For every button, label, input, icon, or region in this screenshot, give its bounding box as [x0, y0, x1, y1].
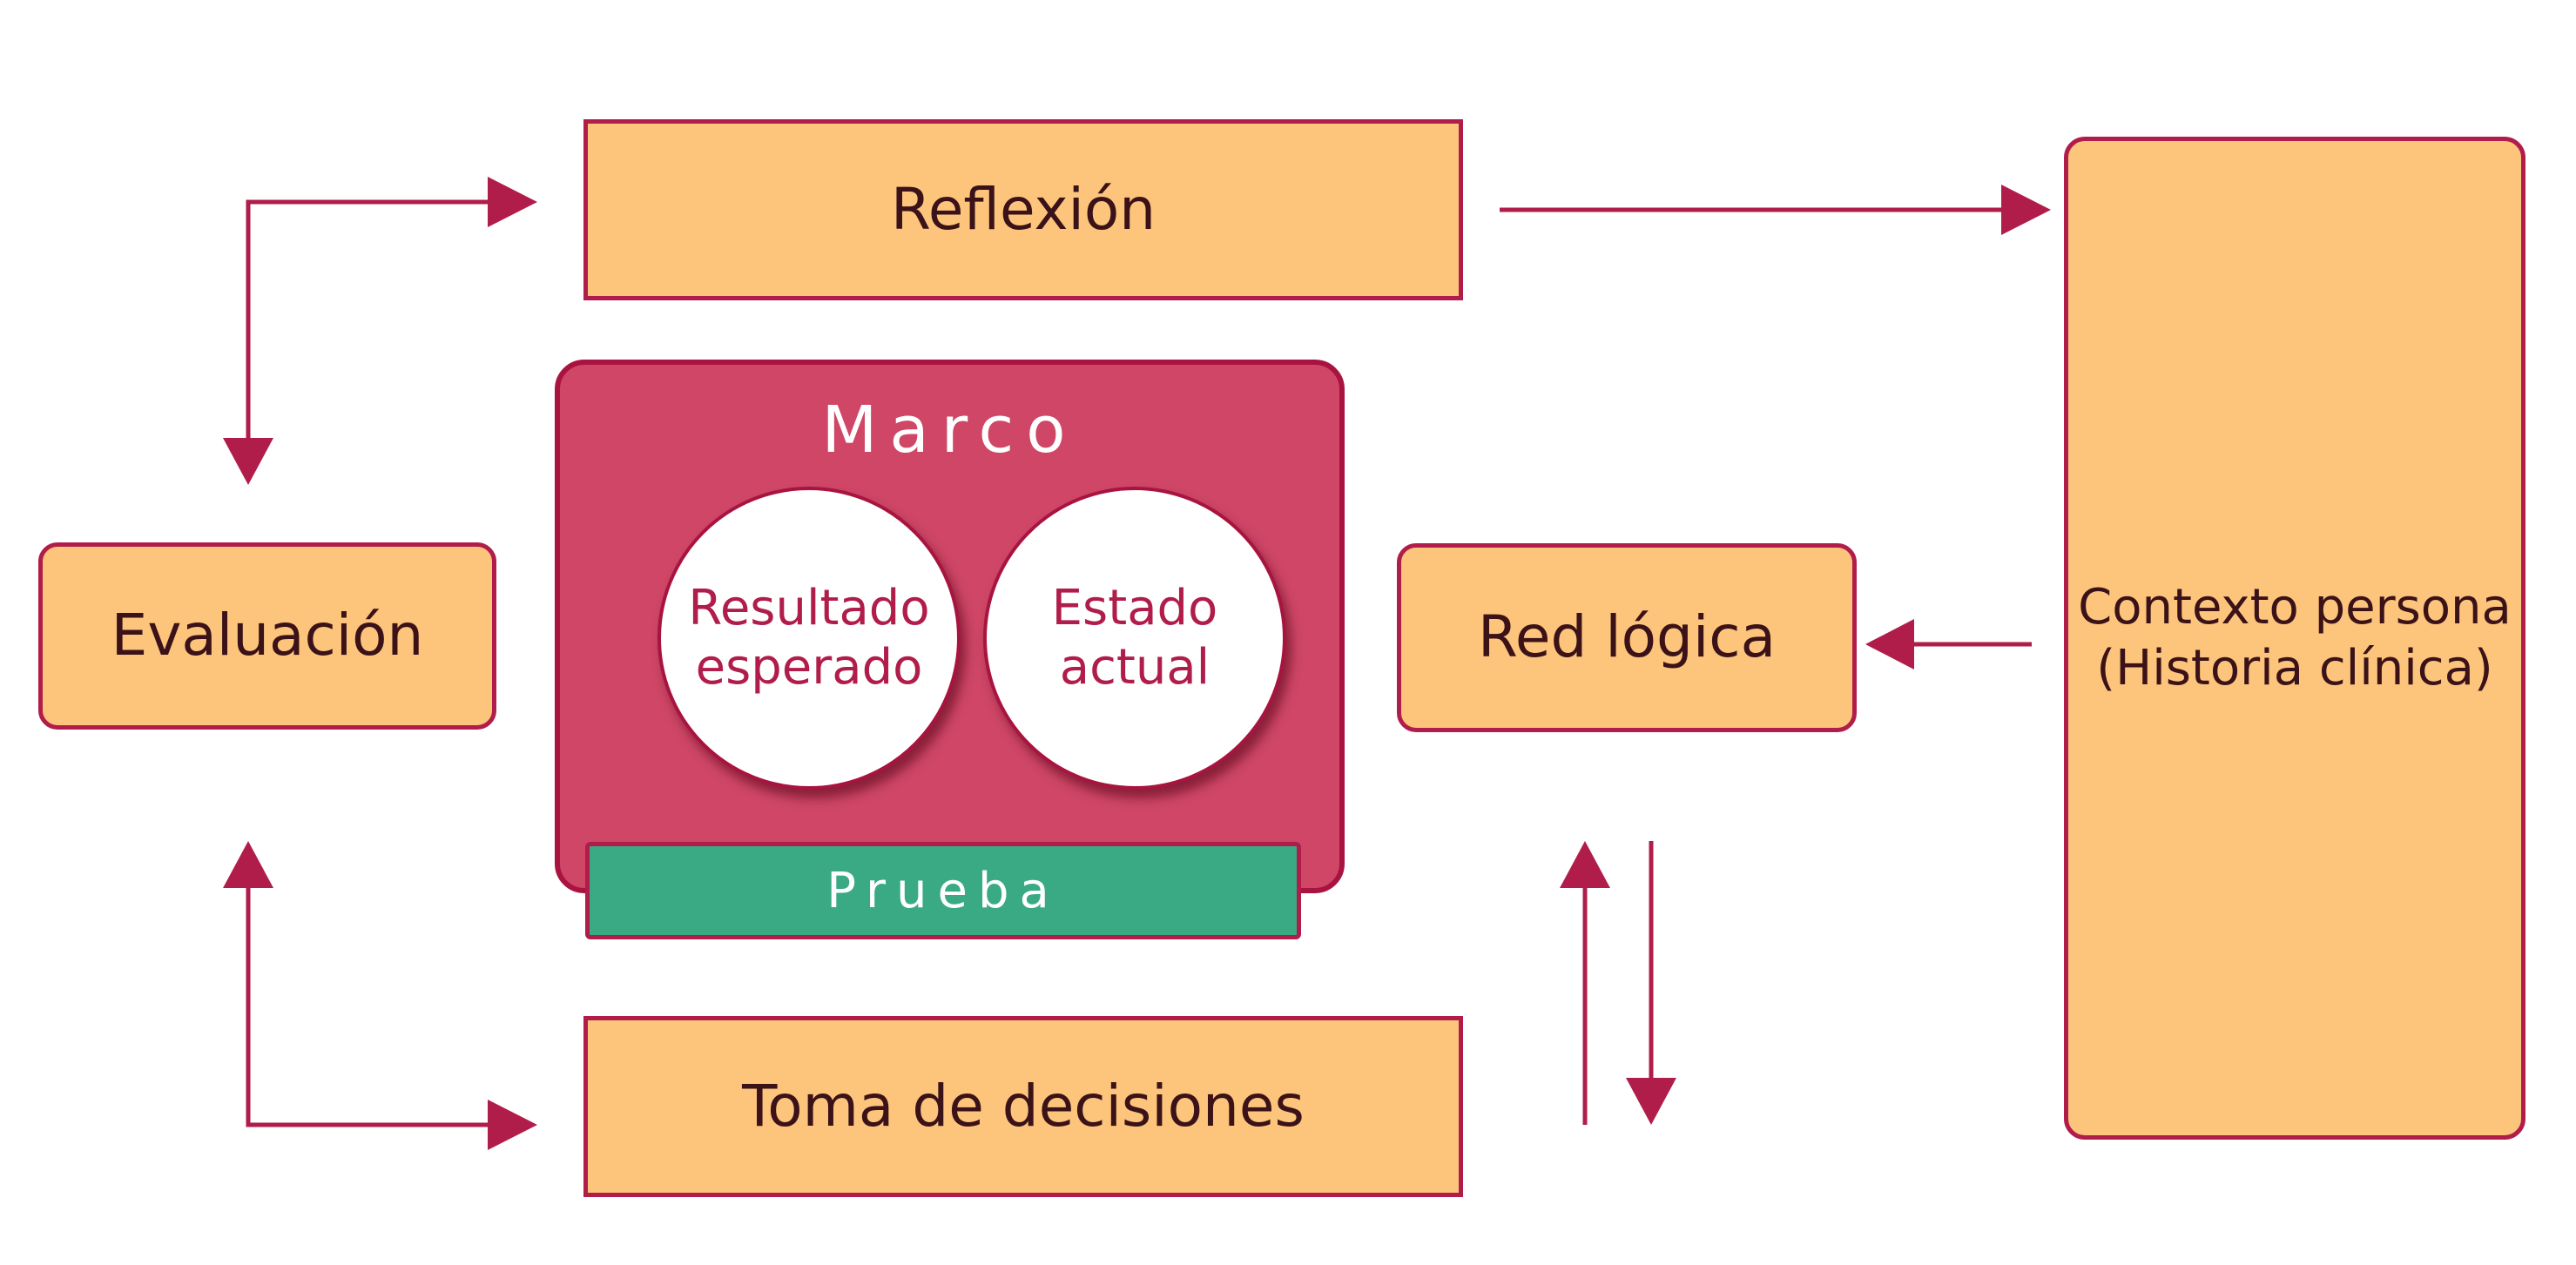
resultado-esperado-line1: Resultado [688, 579, 930, 636]
arrow-evaluacion-reflexion [223, 177, 537, 485]
estado-actual-circle: Estado actual [983, 487, 1286, 790]
arrow-down-to-toma [1626, 841, 1676, 1125]
red-logica-box: Red lógica [1397, 543, 1857, 732]
arrow-evaluacion-toma [223, 841, 537, 1150]
arrow-up-to-red [1560, 841, 1610, 1125]
arrow-reflexion-contexto [1500, 185, 2051, 235]
contexto-persona-box: Contexto persona (Historia clínica) [2064, 137, 2525, 1140]
contexto-persona-line1: Contexto persona [2078, 579, 2512, 636]
red-logica-label: Red lógica [1477, 603, 1777, 671]
reflexion-label: Reflexión [890, 175, 1157, 243]
marco-title: Marco [821, 393, 1078, 468]
toma-decisiones-box: Toma de decisiones [583, 1016, 1463, 1197]
resultado-esperado-circle: Resultado esperado [657, 487, 961, 790]
prueba-label: Prueba [826, 862, 1060, 919]
toma-decisiones-label: Toma de decisiones [742, 1072, 1305, 1140]
evaluacion-box: Evaluación [38, 542, 496, 730]
marco-panel: Marco Resultado esperado Estado actual [555, 360, 1345, 893]
contexto-persona-line2: (Historia clínica) [2096, 640, 2493, 696]
estado-actual-line1: Estado [1051, 579, 1218, 636]
evaluacion-label: Evaluación [111, 602, 424, 670]
arrow-contexto-red [1865, 619, 2032, 670]
reflexion-box: Reflexión [583, 119, 1463, 300]
prueba-bar: Prueba [585, 842, 1301, 939]
resultado-esperado-line2: esperado [695, 639, 923, 696]
estado-actual-line2: actual [1059, 639, 1210, 696]
